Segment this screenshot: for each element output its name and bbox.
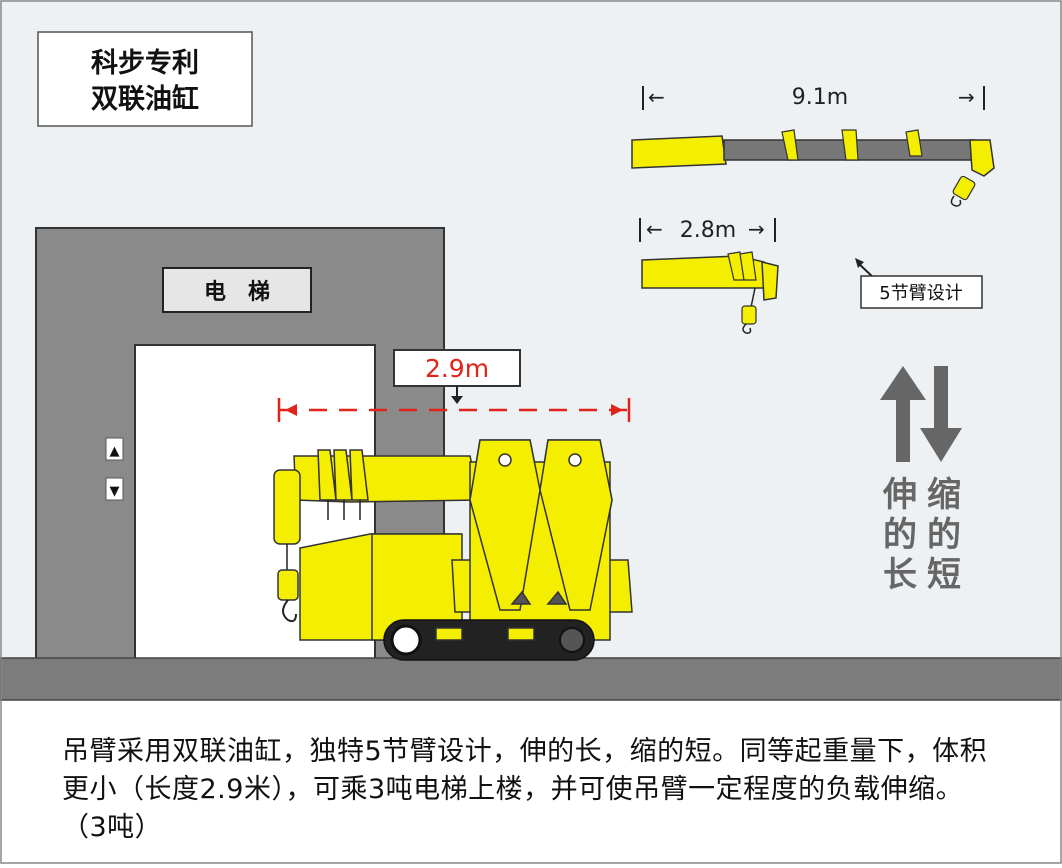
title-line-2: 双联油缸 xyxy=(91,83,199,115)
boom-tip xyxy=(273,469,301,545)
extend-retract-arrows xyxy=(880,366,962,462)
arrow-left-icon: ← xyxy=(648,85,665,109)
boom-collar xyxy=(739,251,757,281)
boom-head xyxy=(761,261,779,301)
ground xyxy=(0,657,1062,701)
arrow-right-icon: → xyxy=(748,217,765,241)
hook-block xyxy=(277,569,299,601)
support-pad xyxy=(546,590,568,605)
arrow-right-icon xyxy=(611,404,623,416)
side-text-char: 缩 xyxy=(927,475,961,515)
hook-block xyxy=(741,305,757,325)
hook-icon xyxy=(742,323,752,334)
boom-collar xyxy=(841,129,859,161)
track-wheel xyxy=(390,624,422,656)
boom-collar xyxy=(905,129,923,157)
elevator-down-button[interactable] xyxy=(105,477,124,501)
arrow-up-icon xyxy=(880,366,926,462)
track-wheel xyxy=(559,627,585,653)
caption-background xyxy=(0,700,1062,864)
elevator-sign xyxy=(162,267,312,313)
pivot-bolt xyxy=(498,453,512,467)
outrigger-left-front xyxy=(469,439,541,611)
hook-block xyxy=(952,175,976,201)
side-text-char: 的 xyxy=(927,515,961,555)
pointer-icon xyxy=(855,258,864,268)
hook-icon xyxy=(282,599,297,623)
retracted-boom-diagram: ← 2.8m → xyxy=(639,217,779,334)
track-pad xyxy=(507,627,535,641)
hook-icon xyxy=(950,195,962,207)
side-text-char: 伸 xyxy=(882,475,917,515)
retracted-length-label: 2.8m xyxy=(680,218,736,243)
pivot-bolt xyxy=(568,453,582,467)
elevator-label: 电 梯 xyxy=(204,279,270,305)
extended-boom-diagram: ← 9.1m → xyxy=(631,85,995,207)
arrow-left-icon: ← xyxy=(646,217,663,241)
caption: 吊臂采用双联油缸，独特5节臂设计，伸的长，缩的短。同等起重量下，体积 更小（长度… xyxy=(62,733,1022,847)
down-triangle-icon: ▼ xyxy=(110,484,120,499)
title-box: 科步专利 双联油缸 xyxy=(37,31,253,127)
boom-base xyxy=(631,135,727,169)
side-text: 伸 的 长 缩 的 短 xyxy=(882,475,961,595)
side-text-char: 的 xyxy=(883,515,917,555)
width-label: 2.9m xyxy=(425,354,489,383)
arrow-down-icon xyxy=(920,366,962,462)
caption-line-2: 更小（长度2.9米），可乘3吨电梯上楼，并可使吊臂一定程度的负载伸缩。 xyxy=(62,774,964,805)
side-text-char: 长 xyxy=(883,555,917,595)
spider-crane xyxy=(273,439,633,661)
boom-collar xyxy=(781,129,799,161)
pointer-down-icon xyxy=(451,396,463,404)
boom-head xyxy=(969,139,995,177)
arrow-left-icon xyxy=(285,404,297,416)
title-line-1: 科步专利 xyxy=(91,48,199,79)
elevator: 电 梯 ▲ ▼ xyxy=(35,227,445,661)
support-pad xyxy=(510,590,532,605)
callout-5-section: 5节臂设计 xyxy=(855,258,983,309)
side-text-char: 短 xyxy=(927,555,961,595)
boom-section-3 xyxy=(349,449,369,501)
outrigger-right-front xyxy=(539,439,613,611)
width-dimension: 2.9m xyxy=(277,349,631,422)
callout-label: 5节臂设计 xyxy=(879,283,962,304)
up-triangle-icon: ▲ xyxy=(110,444,120,459)
track-pad xyxy=(435,627,463,641)
arrow-right-icon: → xyxy=(958,85,975,109)
caption-line-3: （3吨） xyxy=(62,812,163,843)
extended-length-label: 9.1m xyxy=(792,85,848,110)
caption-line-1: 吊臂采用双联油缸，独特5节臂设计，伸的长，缩的短。同等起重量下，体积 xyxy=(62,736,988,767)
elevator-up-button[interactable] xyxy=(105,437,124,461)
